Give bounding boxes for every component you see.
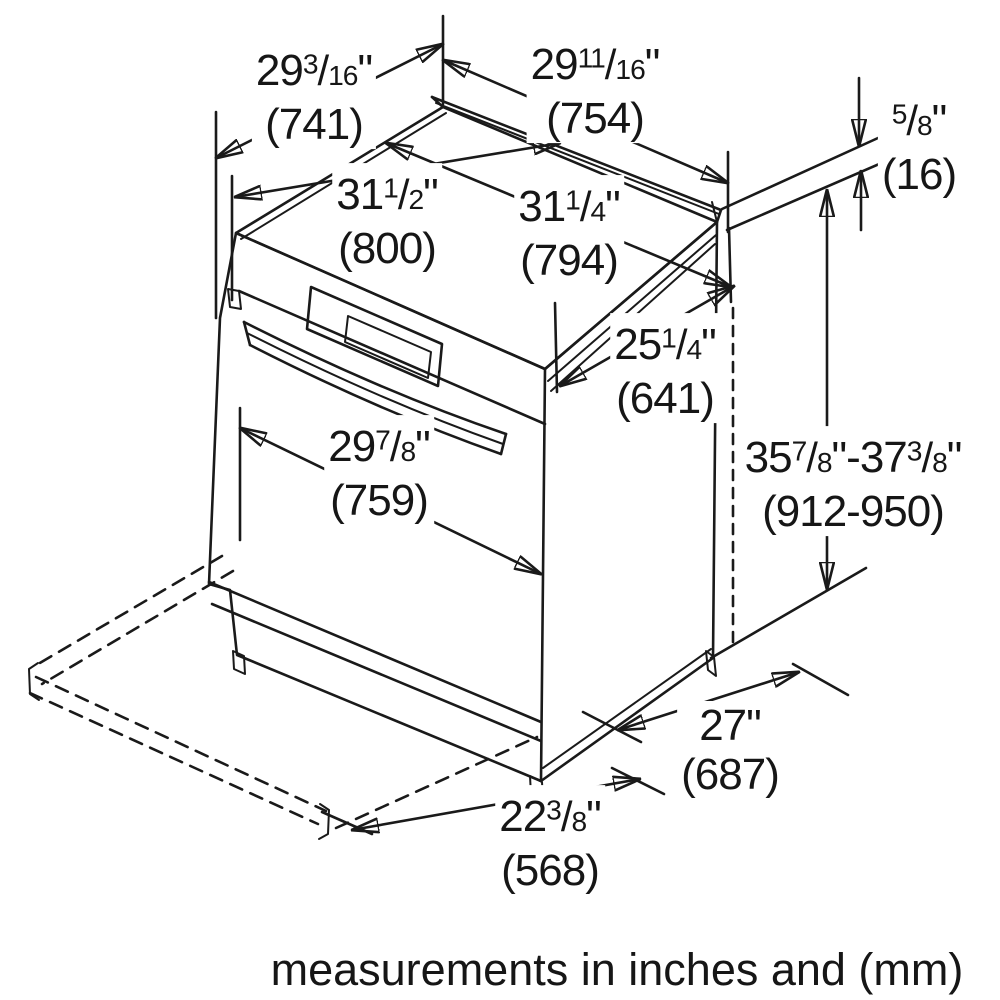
- dim-top-back-width-inches: 2911/16": [530, 39, 661, 89]
- display-window: [305, 285, 444, 388]
- dim-cutout-width-inches: 223/8": [499, 791, 602, 841]
- dim-counter-depth-inches: 293/16": [255, 45, 373, 95]
- dim-counter-depth-label: 293/16" (741): [251, 39, 377, 149]
- dim-base-depth-mm: (687): [681, 750, 780, 799]
- cutout-bottom-corner-bracket: [318, 803, 330, 840]
- dim-overall-width-inches: 311/2": [336, 169, 439, 219]
- dim-height-range-label: 357/8"-373/8" (912-950): [740, 426, 966, 536]
- dim-height-range-inches: 357/8"-373/8": [744, 432, 963, 482]
- units-caption: measurements in inches and (mm): [270, 944, 964, 996]
- dim-door-width-mm: (759): [330, 475, 429, 525]
- dim-cutout-width-label: 223/8" (568): [495, 785, 605, 895]
- dim-top-depth-inches: 251/4": [614, 319, 717, 369]
- control-panel: [227, 285, 547, 426]
- dim-counter-depth-mm: (741): [265, 99, 364, 149]
- dim-cutout-width-mm: (568): [501, 845, 600, 895]
- floor-level-line: [709, 566, 868, 660]
- dim-height-range-mm: (912-950): [762, 486, 945, 536]
- dim-door-width-inches: 297/8": [328, 421, 431, 471]
- dim-cooktop-width-mm: (794): [520, 235, 619, 285]
- warming-drawer: [207, 580, 543, 743]
- dim-overall-width-label: 311/2" (800): [332, 163, 442, 273]
- front-left-foot: [232, 650, 246, 675]
- dim-top-depth-label: 251/4" (641): [610, 313, 720, 423]
- floor-cutout-dashed-outline: [28, 554, 539, 840]
- front-face-outline: [207, 231, 547, 783]
- dim-backguard-height-mm: (16): [881, 149, 957, 199]
- dim-top-depth-mm: (641): [616, 373, 715, 423]
- dim-backguard-height-label: 5/8" (16): [877, 89, 961, 199]
- range-body: [207, 95, 723, 802]
- cutout-left-corner-bracket: [28, 662, 40, 701]
- dim-door-width-label: 297/8" (759): [324, 415, 434, 525]
- side-panel: [539, 220, 719, 783]
- dim-backguard-height-inches: 5/8": [891, 95, 948, 145]
- dim-overall-width-mm: (800): [338, 223, 437, 273]
- dim-base-depth-inches: 27": [699, 701, 762, 750]
- dim-top-back-width-mm: (754): [546, 93, 645, 143]
- dim-top-back-width-label: 2911/16" (754): [526, 33, 664, 143]
- dim-cooktop-width-label: 311/4" (794): [514, 175, 624, 285]
- dim-base-depth-label: 27" (687): [677, 701, 783, 799]
- dim-cooktop-width-inches: 311/4": [518, 181, 621, 231]
